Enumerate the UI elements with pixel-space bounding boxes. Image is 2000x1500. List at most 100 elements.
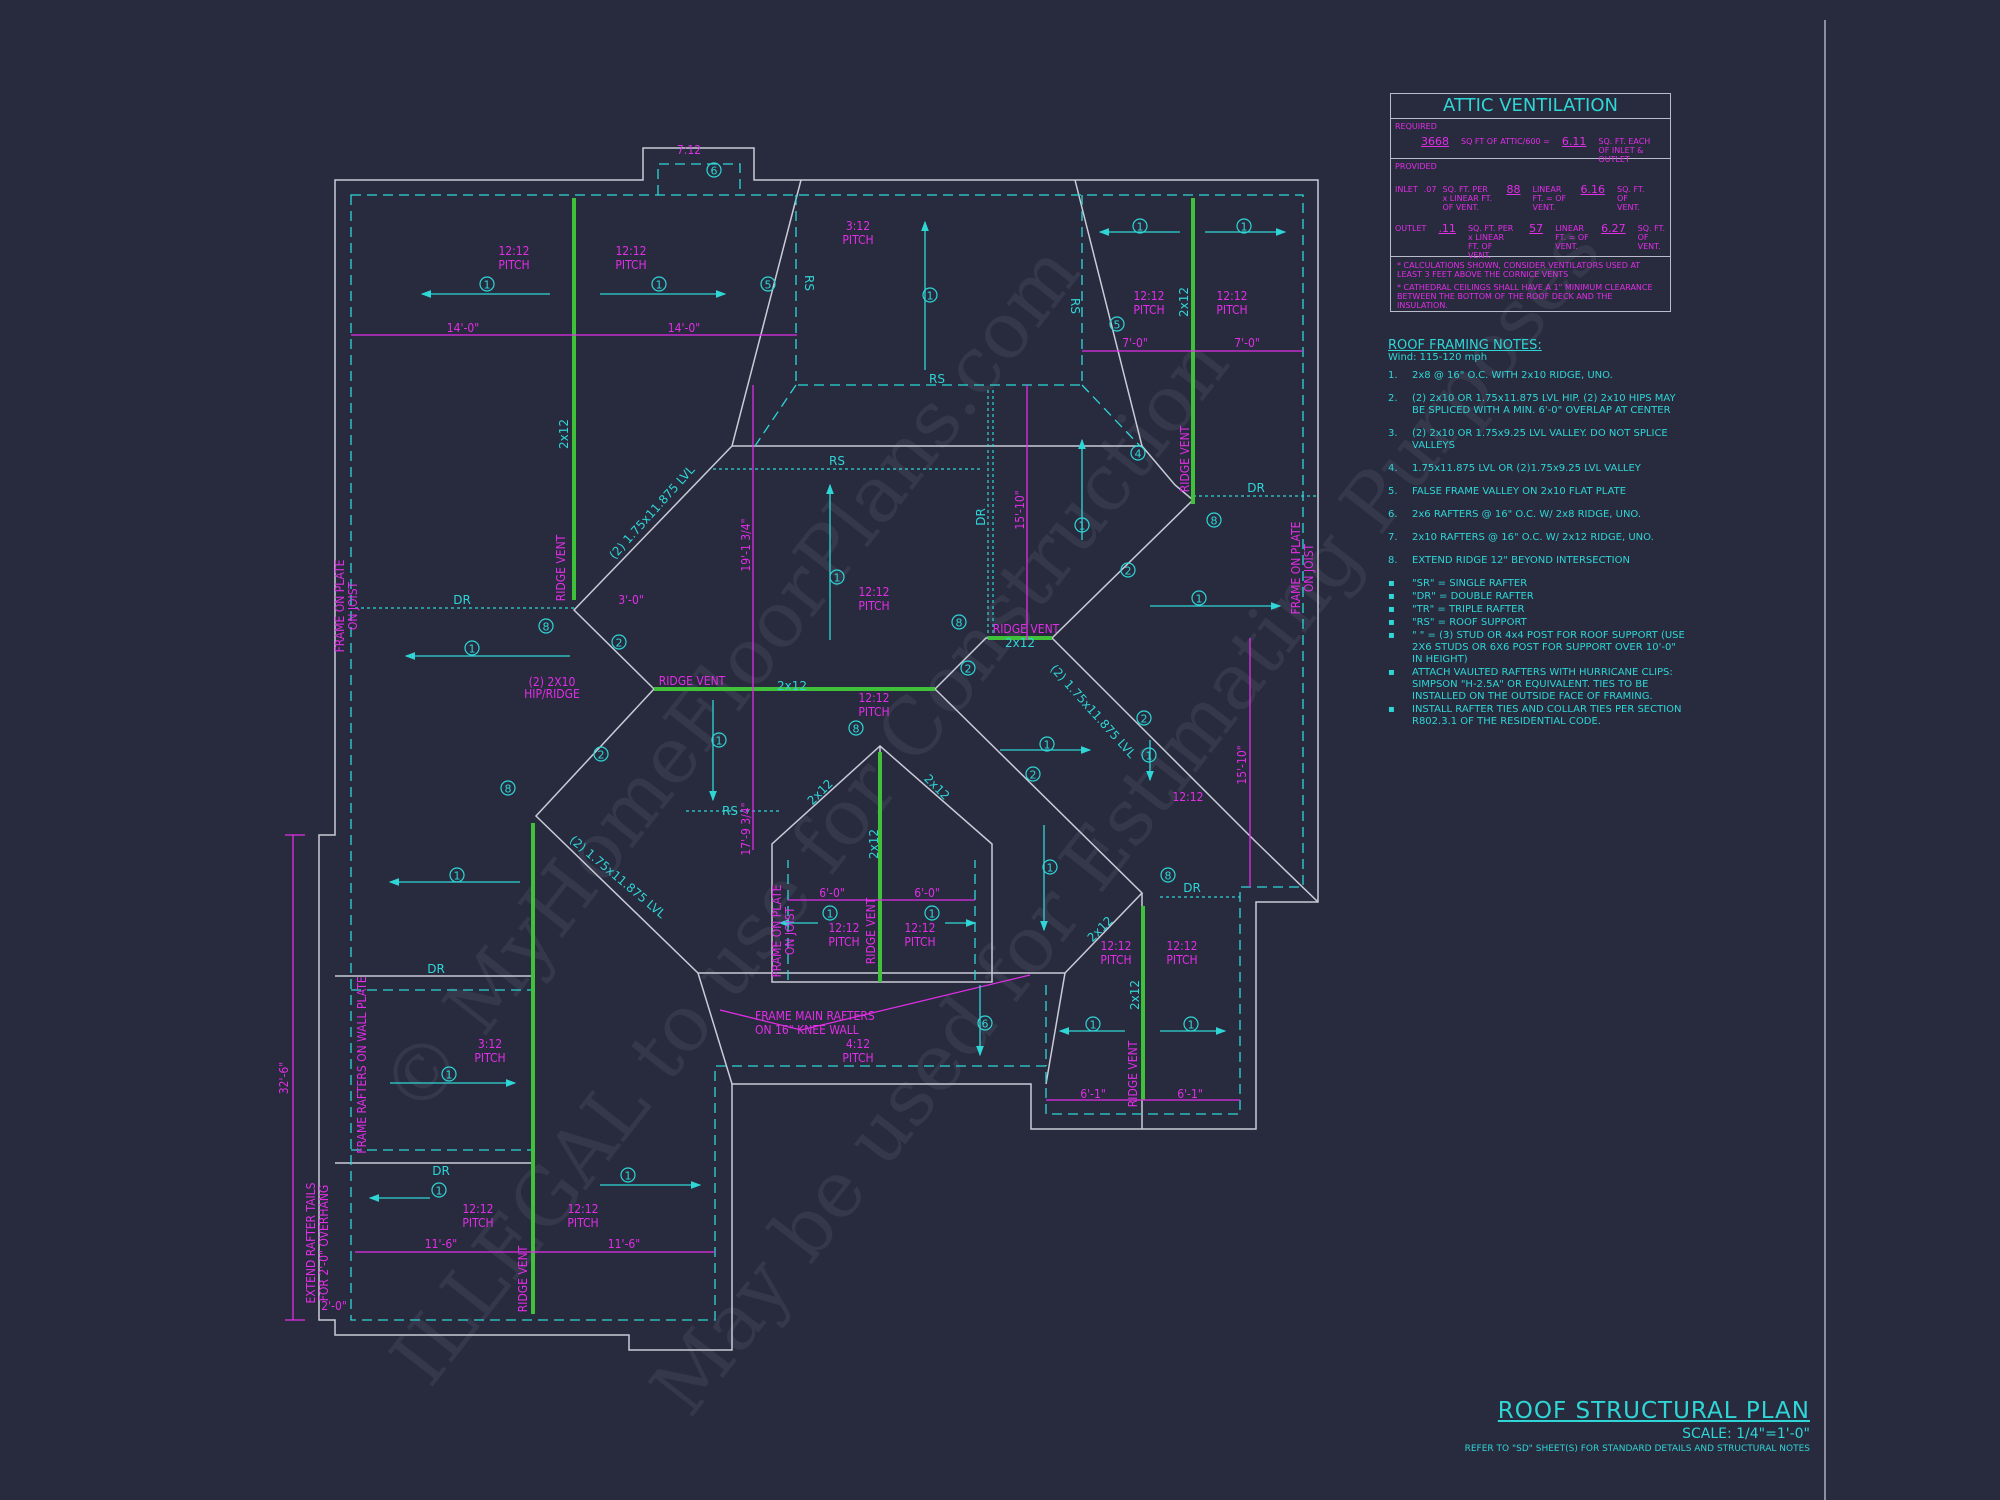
callout-circle-icon [1109, 316, 1125, 332]
dimension-label: 7'-0" [1234, 336, 1260, 350]
bullet-text: INSTALL RAFTER TIES AND COLLAR TIES PER … [1412, 704, 1682, 727]
pitch-ratio: 12:12 [1133, 289, 1164, 303]
callout-circle-icon [1206, 512, 1222, 528]
ridge-vent-label: RIDGE VENT [659, 674, 726, 688]
lvl-label: (2) 1.75x11.875 LVL [606, 463, 697, 562]
callout-circle-icon [1085, 1016, 1101, 1032]
dimension-label: 11'-6" [425, 1237, 457, 1251]
dimension-label: 15'-10" [1235, 745, 1249, 784]
inlet-result-text: SQ. FT. OF VENT. [1616, 185, 1645, 212]
callout-number: 2 [1125, 565, 1132, 578]
attic-ventilation-table: ATTIC VENTILATION REQUIRED 3668 SQ FT OF… [1390, 93, 1671, 312]
note-text: (2) 2x10 OR 1.75x9.25 LVL VALLEY. DO NOT… [1412, 428, 1668, 451]
inlet-rate-text: SQ. FT. PER x LINEAR FT. OF VENT. [1442, 185, 1493, 212]
plate-lines [350, 163, 1304, 1321]
double-rafter-label: DR [432, 1164, 450, 1178]
dimension-lines [285, 334, 1303, 1321]
outlet-length-text: LINEAR FT. = OF VENT. [1555, 224, 1589, 251]
double-rafter-label: DR [453, 593, 471, 607]
double-rafter-label: DR [1183, 881, 1201, 895]
framing-note-item: 8.EXTEND RIDGE 12" BEYOND INTERSECTION [1388, 555, 1688, 567]
pitch-word: PITCH [462, 1216, 493, 1230]
callout-circle-icon [1039, 736, 1055, 752]
framing-note-bullet: ▪"RS" = ROOF SUPPORT [1388, 617, 1688, 629]
bullet-text: " " = (3) STUD OR 4x4 POST FOR ROOF SUPP… [1412, 630, 1685, 665]
callout-circle-icon [711, 732, 727, 748]
pitch-ratio: 12:12 [904, 921, 935, 935]
dimension-label: 6'-1" [1177, 1087, 1203, 1101]
bullet-text: "TR" = TRIPLE RAFTER [1412, 604, 1525, 615]
callout-number: 6 [711, 165, 718, 178]
on-joist-label: ON JOIST [783, 906, 797, 955]
callout-number: 1 [1146, 750, 1153, 763]
callout-number: 8 [1211, 515, 1218, 528]
ridge-vent-label: RIDGE VENT [864, 897, 878, 964]
double-rafter-label: DR [1247, 481, 1265, 495]
callout-number: 8 [853, 723, 860, 736]
rafter-tails-note: FOR 2'-0" OVERHANG [317, 1185, 331, 1302]
on-joist-label: ON JOIST [1302, 543, 1316, 592]
title-block: ROOF STRUCTURAL PLAN SCALE: 1/4"=1'-0" R… [1465, 1398, 1810, 1454]
pitch-word: PITCH [828, 935, 859, 949]
dimension-label: 19'-1 3/4" [739, 518, 753, 571]
note-number: 6. [1388, 509, 1398, 520]
callout-circle-icon [960, 660, 976, 676]
callout-circle-icon [924, 905, 940, 921]
roof-support-label: RS [829, 454, 845, 468]
notes-title: ROOF FRAMING NOTES: [1388, 338, 1542, 353]
framing-note-bullet: ▪" " = (3) STUD OR 4x4 POST FOR ROOF SUP… [1388, 630, 1688, 666]
pitch-ratio: 12:12 [615, 244, 646, 258]
callout-circle-icon [1141, 747, 1157, 763]
callout-circle-icon [1025, 766, 1041, 782]
callout-number: 8 [543, 621, 550, 634]
on-joist-label: ON JOIST [346, 581, 360, 630]
inlet-rate: .07 [1423, 185, 1437, 194]
ridge-vent-label: RIDGE VENT [516, 1245, 530, 1312]
outlet-result: 6.27 [1601, 222, 1626, 235]
outlet-length: 57 [1529, 222, 1544, 235]
callout-number: 8 [1165, 870, 1172, 883]
note-number: 3. [1388, 428, 1398, 439]
callout-circle-icon [500, 780, 516, 796]
callout-number: 1 [834, 572, 841, 585]
dimension-label: 7'-0" [1122, 336, 1148, 350]
callout-circle-icon [951, 614, 967, 630]
bullet-icon: ▪ [1388, 617, 1395, 628]
pitch-word: PITCH [615, 258, 646, 272]
frame-on-wall-plate-label: FRAME RAFTERS ON WALL PLATE [355, 976, 369, 1153]
callout-number: 1 [469, 643, 476, 656]
callout-circle-icon [593, 746, 609, 762]
callout-number: 8 [956, 617, 963, 630]
outlet-rate-text: SQ. FT. PER x LINEAR FT. OF VENT. [1467, 224, 1514, 260]
hip-ridge-label: (2) 2X10 [529, 675, 576, 689]
member-size-label: 2x12 [1128, 980, 1142, 1010]
support-lines [355, 390, 1318, 898]
callout-circle-icon [479, 276, 495, 292]
framing-note-bullet: ▪"DR" = DOUBLE RAFTER [1388, 591, 1688, 603]
outlet-rate: .11 [1438, 222, 1456, 235]
callout-number: 4 [1135, 448, 1142, 461]
inlet-length-text: LINEAR FT. = OF VENT. [1532, 185, 1567, 212]
ridge-vent-label: RIDGE VENT [1126, 1040, 1140, 1107]
callout-circle-icon [1160, 867, 1176, 883]
callout-number: 1 [1044, 739, 1051, 752]
framing-note-item: 5.FALSE FRAME VALLEY ON 2x10 FLAT PLATE [1388, 486, 1688, 498]
dimension-label: 6'-0" [914, 886, 940, 900]
pitch-ratio: 12:12 [1216, 289, 1247, 303]
roof-support-label: RS [802, 275, 816, 291]
attic-ventilation-title: ATTIC VENTILATION [1391, 94, 1670, 119]
pitch-word: PITCH [1216, 303, 1247, 317]
note-number: 8. [1388, 555, 1398, 566]
required-result: 6.11 [1561, 135, 1587, 148]
knee-wall-note: FRAME MAIN RAFTERS [755, 1009, 875, 1023]
callout-circle-icon [1191, 590, 1207, 606]
outlet-result-text: SQ. FT. OF VENT. [1637, 224, 1666, 251]
framing-note-item: 3. (2) 2x10 OR 1.75x9.25 LVL VALLEY. DO N… [1388, 428, 1688, 452]
pitch-ratio: 12:12 [1100, 939, 1131, 953]
framing-note-item: 7.2x10 RAFTERS @ 16" O.C. W/ 2x12 RIDGE,… [1388, 532, 1688, 544]
drawing-title: ROOF STRUCTURAL PLAN [1497, 1398, 1810, 1424]
dimension-label: 6'-1" [1080, 1087, 1106, 1101]
required-unit: SQ. FT. EACH OF INLET & OUTLET [1598, 137, 1651, 164]
callout-circle-icon [922, 287, 938, 303]
note-text: 2x8 @ 16" O.C. WITH 2x10 RIDGE, UNO. [1412, 370, 1613, 381]
